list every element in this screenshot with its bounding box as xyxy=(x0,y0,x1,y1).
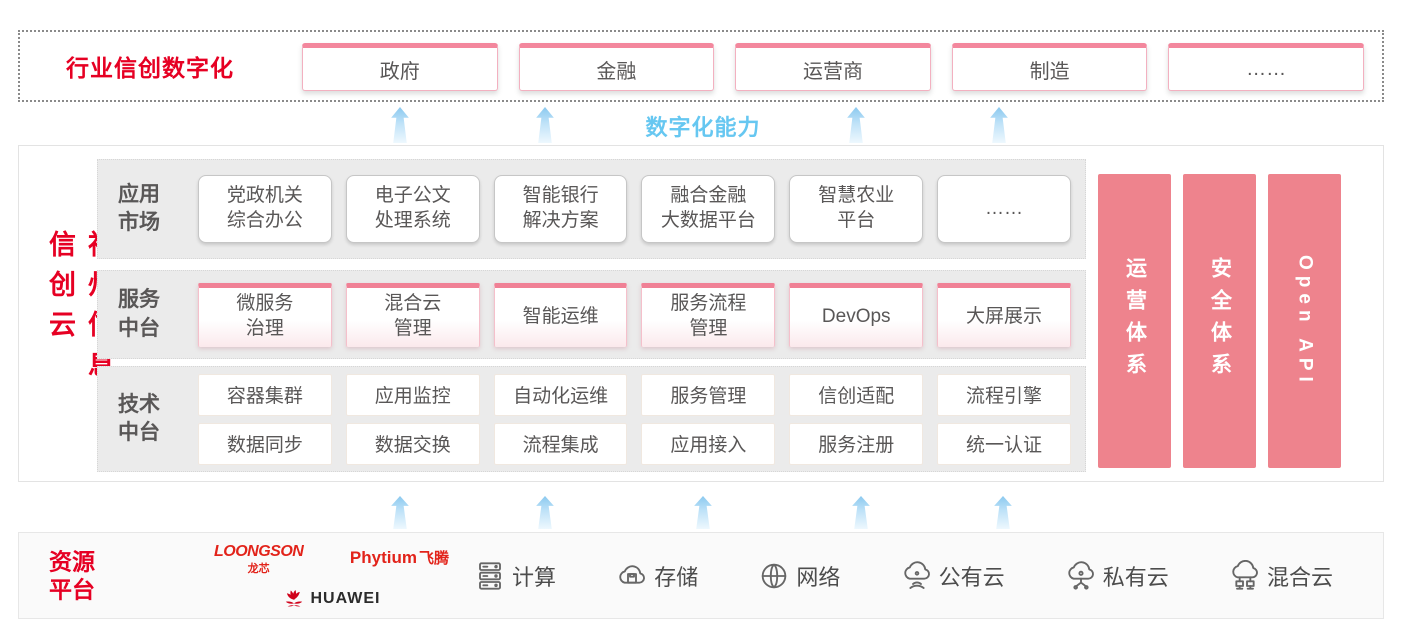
app-box-smart-agriculture: 智慧农业 平台 xyxy=(789,175,924,243)
public-cloud-icon xyxy=(903,560,930,589)
tech-box-data-sync: 数据同步 xyxy=(198,422,332,465)
svc-box-devops: DevOps xyxy=(789,282,924,347)
tech-box-container-cluster: 容器集群 xyxy=(198,373,332,416)
storage-cloud-icon xyxy=(619,564,646,584)
svc-box-microservice-governance: 微服务 治理 xyxy=(198,282,332,347)
huawei-logo-text: HUAWEI xyxy=(310,590,381,607)
resource-item-network: 网络 xyxy=(758,560,840,592)
tech-box-process-integration: 流程集成 xyxy=(493,422,628,465)
tech-row-2: 数据同步 数据交换 流程集成 应用接入 服务注册 统一认证 xyxy=(198,422,1071,465)
tech-row-1: 容器集群 应用监控 自动化运维 服务管理 信创适配 流程引擎 xyxy=(198,373,1071,416)
up-arrow-icon xyxy=(990,107,1008,143)
resource-item-list: 计算 存储 网络 公有云 xyxy=(474,533,1333,618)
tech-box-app-access: 应用接入 xyxy=(641,422,776,465)
capability-label: 数字化能力 xyxy=(645,115,761,140)
tech-box-service-mgmt: 服务管理 xyxy=(641,373,776,416)
resource-item-label: 混合云 xyxy=(1266,564,1333,590)
resource-item-private-cloud: 私有云 xyxy=(1065,560,1169,592)
loongson-logo: LOONGSON 龙芯 xyxy=(214,543,304,576)
phytium-logo-text: Phytium xyxy=(349,548,417,567)
resource-item-public-cloud: 公有云 xyxy=(901,560,1005,592)
tech-box-data-exchange: 数据交换 xyxy=(345,422,480,465)
sidebar-open-api: Open API xyxy=(1268,174,1341,468)
tech-platform-items: 容器集群 应用监控 自动化运维 服务管理 信创适配 流程引擎 数据同步 数据交换… xyxy=(198,373,1071,465)
tech-box-app-monitoring: 应用监控 xyxy=(345,373,480,416)
tech-platform-label: 技术 中台 xyxy=(118,392,160,444)
industry-box-carrier: 运营商 xyxy=(735,43,931,91)
industry-box-government: 政府 xyxy=(302,43,498,91)
industry-box-list: 政府 金融 运营商 制造 …… xyxy=(302,43,1364,91)
tech-box-xinchuang-adaptation: 信创适配 xyxy=(789,373,924,416)
tech-box-unified-auth: 统一认证 xyxy=(937,422,1071,465)
sidebar-operation-system: 运营体系 xyxy=(1098,174,1171,468)
app-market-items: 党政机关 综合办公 电子公文 处理系统 智能银行 解决方案 融合金融 大数据平台… xyxy=(198,175,1071,243)
vendor-logos: LOONGSON 龙芯 Phytium 飞腾 xyxy=(214,543,449,609)
up-arrow-icon xyxy=(391,107,409,143)
industry-box-manufacturing: 制造 xyxy=(951,43,1148,91)
svc-box-service-process-mgmt: 服务流程 管理 xyxy=(641,282,776,347)
huawei-logo: HUAWEI xyxy=(214,589,449,609)
tech-box-service-registry: 服务注册 xyxy=(789,422,924,465)
resource-item-compute: 计算 xyxy=(474,560,556,592)
loongson-logo-subtext: 龙芯 xyxy=(247,563,270,575)
industry-band-title: 行业信创数字化 xyxy=(66,55,234,81)
network-globe-icon xyxy=(762,563,787,588)
server-icon xyxy=(479,561,501,590)
app-market-row: 应用 市场 党政机关 综合办公 电子公文 处理系统 智能银行 解决方案 融合金融… xyxy=(97,159,1086,259)
phytium-logo-subtext: 飞腾 xyxy=(418,550,449,567)
loongson-logo-text: LOONGSON xyxy=(214,543,304,560)
app-box-more: …… xyxy=(937,175,1071,243)
resource-item-label: 私有云 xyxy=(1102,564,1169,590)
resource-item-label: 计算 xyxy=(512,564,557,590)
private-cloud-icon xyxy=(1068,560,1094,590)
tech-platform-row: 技术 中台 容器集群 应用监控 自动化运维 服务管理 信创适配 流程引擎 数据同… xyxy=(97,366,1086,472)
tech-box-process-engine: 流程引擎 xyxy=(937,373,1071,416)
resource-item-label: 公有云 xyxy=(938,564,1005,590)
hybrid-cloud-icon xyxy=(1232,559,1258,590)
svc-box-big-screen: 大屏展示 xyxy=(937,282,1071,347)
phytium-logo: Phytium 飞腾 xyxy=(350,547,449,568)
up-arrow-icon xyxy=(536,107,554,143)
industry-box-finance: 金融 xyxy=(518,43,715,91)
resource-band-title: 资源平台 xyxy=(49,547,95,603)
tech-box-automated-ops: 自动化运维 xyxy=(493,373,628,416)
up-arrow-icon xyxy=(391,496,409,529)
industry-band: 行业信创数字化 政府 金融 运营商 制造 …… xyxy=(18,30,1384,102)
sidebar-security-system: 安全体系 xyxy=(1183,174,1256,468)
app-box-finance-bigdata: 融合金融 大数据平台 xyxy=(641,175,776,243)
resource-item-label: 网络 xyxy=(796,564,841,590)
resource-item-hybrid-cloud: 混合云 xyxy=(1229,559,1333,592)
app-market-label: 应用 市场 xyxy=(118,182,160,234)
app-box-gov-office: 党政机关 综合办公 xyxy=(198,175,332,243)
vendor-logo-row-1: LOONGSON 龙芯 Phytium 飞腾 xyxy=(214,543,449,576)
resource-item-storage: 存储 xyxy=(616,560,698,592)
svc-box-intelligent-ops: 智能运维 xyxy=(493,282,628,347)
resource-band: 资源平台 LOONGSON 龙芯 Phytium 飞腾 xyxy=(18,532,1384,619)
up-arrow-icon xyxy=(994,496,1012,529)
up-arrow-icon xyxy=(852,496,870,529)
platform-panel: 神州信息信创云 应用 市场 党政机关 综合办公 电子公文 处理系统 智能银行 解… xyxy=(18,145,1384,482)
up-arrow-icon xyxy=(847,107,865,143)
up-arrow-icon xyxy=(694,496,712,529)
app-box-smart-banking: 智能银行 解决方案 xyxy=(493,175,628,243)
app-box-e-document: 电子公文 处理系统 xyxy=(345,175,480,243)
service-platform-row: 服务 中台 微服务 治理 混合云 管理 智能运维 服务流程 管理 DevOps … xyxy=(97,270,1086,359)
huawei-flower-icon xyxy=(285,589,302,607)
up-arrow-icon xyxy=(536,496,554,529)
svc-box-hybrid-cloud-mgmt: 混合云 管理 xyxy=(345,282,480,347)
industry-box-more: …… xyxy=(1168,43,1364,91)
service-platform-label: 服务 中台 xyxy=(118,288,160,340)
service-platform-items: 微服务 治理 混合云 管理 智能运维 服务流程 管理 DevOps 大屏展示 xyxy=(198,282,1071,347)
resource-item-label: 存储 xyxy=(654,564,699,590)
